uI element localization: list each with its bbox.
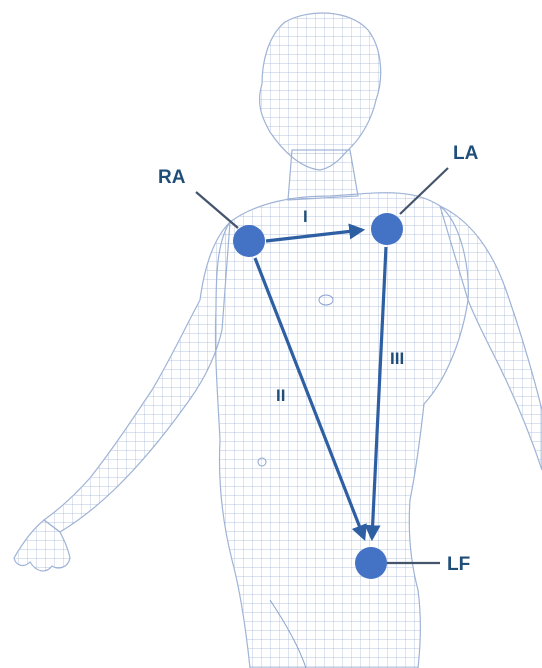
right-arm <box>44 222 230 532</box>
lf-label: LF <box>447 554 470 575</box>
lf-electrode <box>355 547 387 579</box>
lead-3-label: III <box>390 349 404 368</box>
ra-label: RA <box>158 167 186 188</box>
la-electrode <box>371 213 403 245</box>
ra-pointer-line <box>196 192 238 228</box>
lead-1-label: I <box>303 207 308 226</box>
la-label: LA <box>453 143 479 164</box>
lead-2-label: II <box>276 386 285 405</box>
ra-electrode <box>233 225 265 257</box>
torso <box>215 193 468 668</box>
head <box>260 13 381 170</box>
neck <box>288 150 358 200</box>
